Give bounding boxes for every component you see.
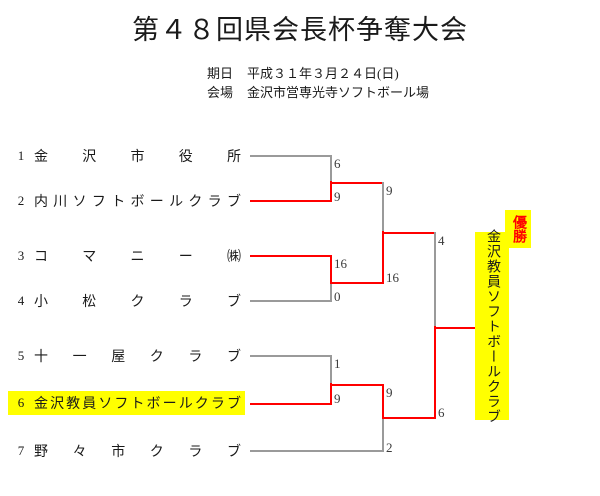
meta-venue-line: 会場金沢市営専光寺ソフトボール場 <box>207 83 429 102</box>
team-seed: 2 <box>17 193 25 208</box>
bracket-connector-r2-upper-b <box>382 231 384 284</box>
score-label: 9 <box>386 385 393 400</box>
bracket-connector-r2-lower-a <box>382 384 384 418</box>
team-seed: 7 <box>17 443 25 458</box>
score-label: 6 <box>438 405 445 420</box>
bracket-line-seed7 <box>250 450 382 452</box>
team-row[interactable]: 4 小松クラブ <box>8 289 245 313</box>
bracket-connector-m1-upper <box>330 155 332 182</box>
champion-box: 金沢教員ソフトボールクラブ <box>475 229 509 424</box>
team-row[interactable]: 2 内川ソフトボールクラブ <box>8 189 245 213</box>
meta-date-label: 期日 <box>207 66 234 81</box>
team-seed: 3 <box>17 248 25 263</box>
team-name: 野々市クラブ <box>34 445 241 460</box>
team-row-winner[interactable]: 6 金沢教員ソフトボールクラブ <box>8 391 245 415</box>
bracket-line-r2-upper-top <box>330 182 382 184</box>
bracket-line-seed4 <box>250 300 330 302</box>
team-name: コマニー㈱ <box>34 250 241 265</box>
team-seed: 1 <box>17 148 25 163</box>
page-title: 第４８回県会長杯争奪大会 <box>132 15 468 45</box>
bracket-connector-r2-lower-b <box>382 416 384 452</box>
champion-badge-text: 優勝 <box>511 215 526 243</box>
score-label: 9 <box>386 183 393 198</box>
team-name: 金沢市役所 <box>34 150 241 165</box>
champion-badge: 優勝 <box>505 210 531 248</box>
score-label: 1 <box>334 356 341 371</box>
score-label: 0 <box>334 289 341 304</box>
bracket-connector-m2-upper <box>330 255 332 283</box>
meta-venue-label: 会場 <box>207 85 234 100</box>
score-label: 16 <box>386 270 399 285</box>
bracket-line-champion-feed <box>434 327 477 329</box>
team-row[interactable]: 3 コマニー㈱ <box>8 244 245 268</box>
team-name: 十一屋クラブ <box>34 350 241 365</box>
team-row[interactable]: 1 金沢市役所 <box>8 144 245 168</box>
bracket-line-r2-lower-top <box>330 384 382 386</box>
bracket-connector-final-lower <box>434 326 436 419</box>
score-label: 6 <box>334 156 341 171</box>
score-label: 9 <box>334 391 341 406</box>
team-name: 内川ソフトボールクラブ <box>34 195 241 210</box>
meta-date-value: 平成３１年３月２４日(日) <box>247 66 399 81</box>
bracket-connector-r2-upper-a <box>382 182 384 232</box>
bracket-line-seed5 <box>250 355 330 357</box>
bracket-line-seed1 <box>250 155 330 157</box>
team-seed: 6 <box>17 395 25 410</box>
bracket-line-seed2 <box>250 200 330 202</box>
team-row[interactable]: 5 十一屋クラブ <box>8 344 245 368</box>
score-label: 4 <box>438 233 445 248</box>
tournament-meta: 期日平成３１年３月２４日(日) 会場金沢市営専光寺ソフトボール場 <box>207 64 429 102</box>
meta-date-line: 期日平成３１年３月２４日(日) <box>207 64 429 83</box>
bracket-connector-m2-lower <box>330 281 332 302</box>
bracket-connector-final-upper <box>434 232 436 328</box>
champion-name: 金沢教員ソフトボールクラブ <box>485 228 500 424</box>
bracket-line-final-top <box>382 232 434 234</box>
team-name: 金沢教員ソフトボールクラブ <box>34 397 241 412</box>
score-label: 9 <box>334 189 341 204</box>
score-label: 2 <box>386 440 393 455</box>
bracket-line-seed6 <box>250 403 330 405</box>
meta-venue-value: 金沢市営専光寺ソフトボール場 <box>247 85 430 100</box>
team-seed: 5 <box>17 348 25 363</box>
bracket-line-r2-upper-bottom <box>330 282 382 284</box>
team-name: 小松クラブ <box>34 295 241 310</box>
bracket-connector-m3-upper <box>330 355 332 384</box>
team-row[interactable]: 7 野々市クラブ <box>8 439 245 463</box>
bracket-connector-m1-lower <box>330 181 332 202</box>
team-seed: 4 <box>17 293 25 308</box>
bracket-connector-m3-lower <box>330 383 332 405</box>
bracket-line-seed3 <box>250 255 330 257</box>
score-label: 16 <box>334 256 347 271</box>
bracket-line-final-bottom <box>382 417 434 419</box>
